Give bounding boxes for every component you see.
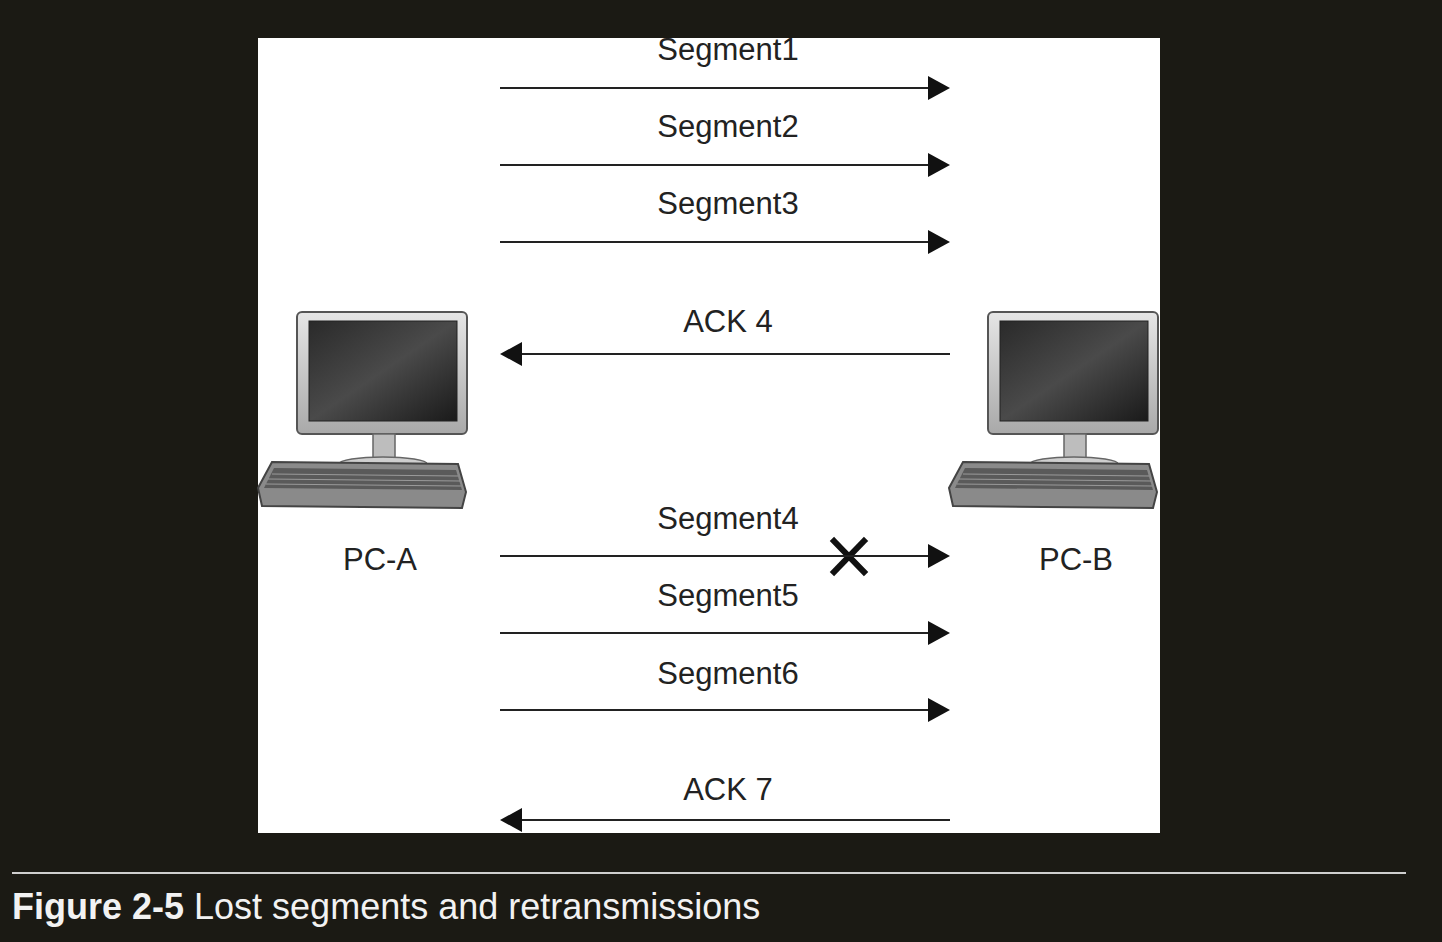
arrow-label: ACK 7 xyxy=(683,773,773,807)
computer-label: PC-A xyxy=(343,542,417,578)
message-arrow xyxy=(500,230,950,254)
caption-row: Figure 2-5Lost segments and retransmissi… xyxy=(12,886,760,928)
message-arrow xyxy=(500,808,950,832)
arrow-label: Segment2 xyxy=(657,110,798,144)
arrow-label: Segment1 xyxy=(657,33,798,67)
caption-rule xyxy=(12,872,1406,874)
pc-b-computer xyxy=(949,312,1158,508)
arrow-label: Segment6 xyxy=(657,657,798,691)
message-arrow xyxy=(500,544,950,568)
message-arrow xyxy=(500,621,950,645)
computer-node: PC-A xyxy=(258,38,500,833)
arrow-label: Segment4 xyxy=(657,502,798,536)
computer-node: PC-B xyxy=(950,38,1160,833)
figure-number: Figure 2-5 xyxy=(12,886,184,928)
arrow-label: Segment3 xyxy=(657,187,798,221)
figure-caption: Lost segments and retransmissions xyxy=(194,886,760,928)
computer-label: PC-B xyxy=(1039,542,1113,578)
message-arrow xyxy=(500,153,950,177)
arrow-label: Segment5 xyxy=(657,579,798,613)
message-arrow xyxy=(500,342,950,366)
pc-a-computer xyxy=(258,312,467,508)
message-arrow xyxy=(500,698,950,722)
message-arrow xyxy=(500,76,950,100)
arrow-label: ACK 4 xyxy=(683,305,773,339)
